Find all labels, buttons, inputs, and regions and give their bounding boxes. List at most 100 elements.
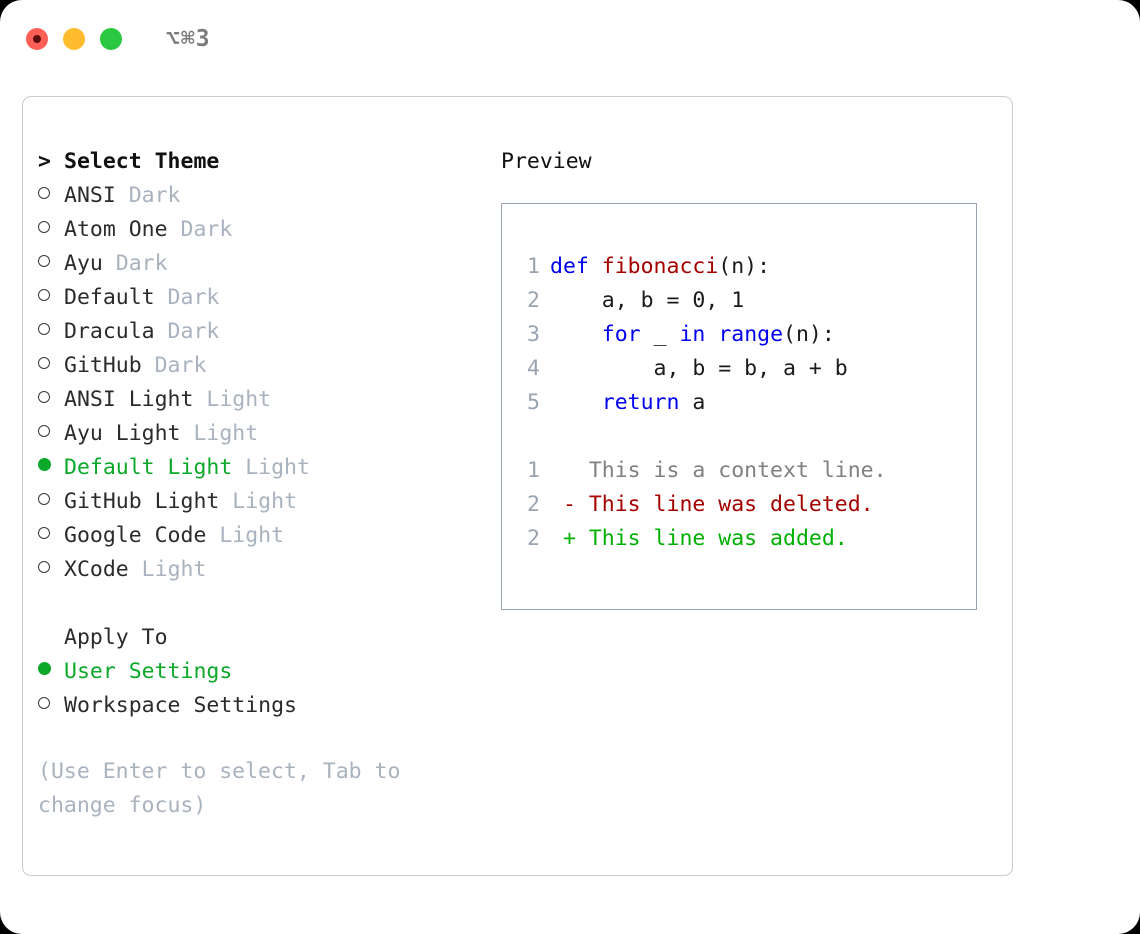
theme-item-category: Dark <box>141 353 207 378</box>
theme-item-category: Light <box>219 489 298 514</box>
radio-icon[interactable] <box>38 349 64 383</box>
line-number: 3 <box>527 322 540 347</box>
radio-glyph <box>38 458 51 471</box>
line-number: 4 <box>527 356 540 381</box>
theme-item-label: GitHub <box>64 353 142 378</box>
caret-icon: > <box>38 149 51 174</box>
radio-glyph <box>38 697 50 709</box>
code-token: (n): <box>718 254 771 279</box>
code-token: return <box>601 390 680 415</box>
code-token: _ <box>640 322 680 347</box>
theme-item-label: GitHub Light <box>64 489 220 514</box>
theme-item[interactable]: GitHub Dark <box>38 349 493 383</box>
theme-item-category: Light <box>206 523 285 548</box>
apply-to-option[interactable]: User Settings <box>38 655 493 689</box>
radio-glyph <box>38 425 50 437</box>
radio-glyph <box>38 221 50 233</box>
radio-icon[interactable] <box>38 689 64 723</box>
radio-icon[interactable] <box>38 485 64 519</box>
code-token: - This line was deleted. <box>550 492 874 517</box>
theme-item[interactable]: GitHub Light Light <box>38 485 493 519</box>
list-gap <box>38 587 493 621</box>
theme-item[interactable]: Ayu Dark <box>38 247 493 281</box>
radio-icon[interactable] <box>38 247 64 281</box>
theme-item[interactable]: ANSI Light Light <box>38 383 493 417</box>
code-line: 4 a, b = b, a + b <box>518 352 887 386</box>
theme-item-label: Google Code <box>64 523 207 548</box>
line-number: 2 <box>527 492 540 517</box>
theme-item[interactable]: Ayu Light Light <box>38 417 493 451</box>
code-token: a, b = 0, 1 <box>550 288 745 313</box>
radio-glyph <box>38 323 50 335</box>
theme-item-label: Default Light <box>64 455 233 480</box>
code-token: + This line was added. <box>550 526 848 551</box>
code-line: 3 for _ in range(n): <box>518 318 887 352</box>
radio-icon[interactable] <box>38 315 64 349</box>
radio-glyph <box>38 255 50 267</box>
close-icon[interactable] <box>26 28 48 50</box>
title-bar: ⌥⌘3 <box>0 0 1140 78</box>
theme-picker-title: Select Theme <box>64 149 220 174</box>
theme-item-label: Atom One <box>64 217 168 242</box>
radio-glyph <box>38 561 50 573</box>
theme-item[interactable]: Dracula Dark <box>38 315 493 349</box>
code-token: (n): <box>783 322 835 347</box>
apply-to-title: Apply To <box>64 625 168 650</box>
theme-item-category: Dark <box>167 217 233 242</box>
theme-item-label: Ayu <box>64 251 103 276</box>
theme-item-category: Light <box>232 455 310 480</box>
keyboard-shortcut-label: ⌥⌘3 <box>166 26 211 52</box>
radio-icon[interactable] <box>38 417 64 451</box>
preview-title: Preview <box>501 149 592 174</box>
theme-item-label: Dracula <box>64 319 155 344</box>
theme-item-label: ANSI Light <box>64 387 194 412</box>
code-token: range <box>718 322 784 347</box>
radio-glyph <box>38 357 50 369</box>
diff-line: 1 This is a context line. <box>518 454 887 488</box>
code-diff-separator <box>518 420 887 454</box>
radio-icon[interactable] <box>38 213 64 247</box>
code-token: fibonacci <box>601 254 719 279</box>
theme-item[interactable]: ANSI Dark <box>38 179 493 213</box>
minimize-icon[interactable] <box>63 28 85 50</box>
theme-item-category: Light <box>128 557 207 582</box>
apply-to-option[interactable]: Workspace Settings <box>38 689 493 723</box>
theme-item[interactable]: Default Dark <box>38 281 493 315</box>
traffic-lights <box>26 28 122 50</box>
code-token <box>550 322 602 347</box>
theme-item[interactable]: Default Light Light <box>38 451 493 485</box>
theme-item-label: Default <box>64 285 155 310</box>
code-token: a, b = b, a + b <box>550 356 848 381</box>
radio-icon[interactable] <box>38 553 64 587</box>
radio-icon[interactable] <box>38 383 64 417</box>
theme-item[interactable]: Google Code Light <box>38 519 493 553</box>
code-token <box>550 390 602 415</box>
code-line: 2 a, b = 0, 1 <box>518 284 887 318</box>
line-number: 5 <box>527 390 540 415</box>
theme-item-category: Light <box>193 387 272 412</box>
code-token: in <box>679 322 706 347</box>
radio-icon[interactable] <box>38 519 64 553</box>
theme-item-category: Dark <box>154 319 220 344</box>
theme-item-label: Ayu Light <box>64 421 181 446</box>
radio-selected-icon[interactable] <box>38 451 64 485</box>
radio-icon[interactable] <box>38 281 64 315</box>
theme-picker-header: > Select Theme <box>38 145 493 179</box>
radio-glyph <box>38 493 50 505</box>
maximize-icon[interactable] <box>100 28 122 50</box>
radio-glyph <box>38 289 50 301</box>
theme-item-label: XCode <box>64 557 129 582</box>
radio-icon[interactable] <box>38 179 64 213</box>
theme-item[interactable]: Atom One Dark <box>38 213 493 247</box>
theme-item[interactable]: XCode Light <box>38 553 493 587</box>
radio-selected-icon[interactable] <box>38 655 64 689</box>
